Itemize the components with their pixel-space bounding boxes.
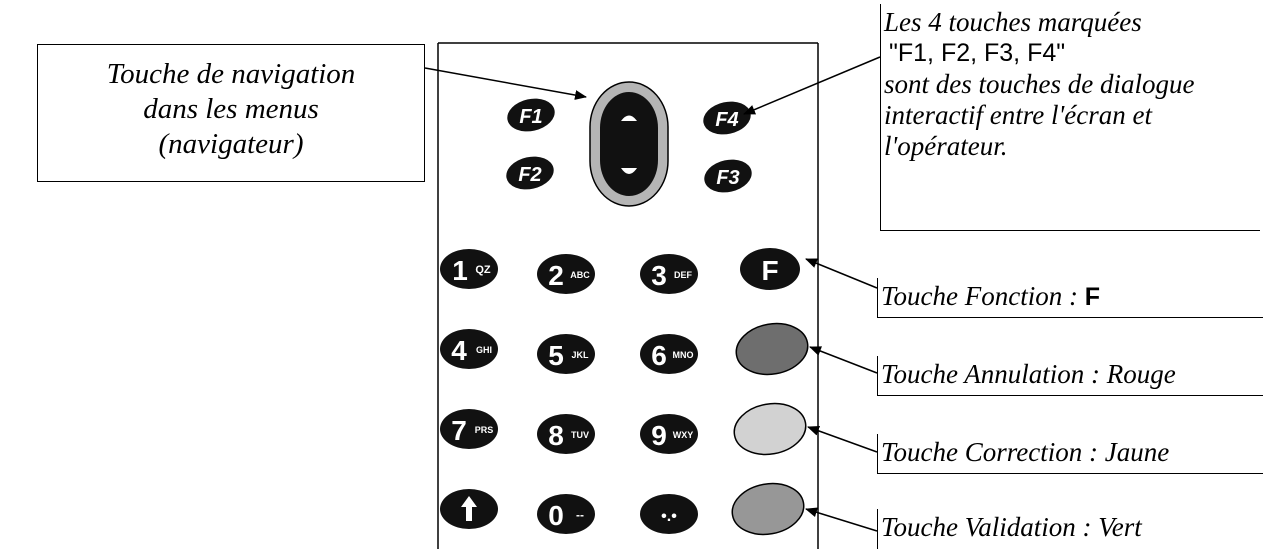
arrow-up-icon [461,496,477,521]
fkeys-callout-line: l'opérateur. [884,131,1008,161]
correction-callout: Touche Correction : Jaune [877,434,1263,474]
function-key[interactable]: F [740,248,800,290]
validation-callout: Touche Validation : Vert [877,509,1263,549]
correction-key[interactable] [730,398,810,460]
key-3-digit: 3 [651,260,667,291]
navigation-callout: Touche de navigation dans les menus (nav… [37,44,425,182]
fkeys-pointer-arrow [743,56,881,115]
function-pointer-arrow [805,258,878,289]
key-6-digit: 6 [651,340,667,371]
key-4-digit: 4 [451,335,467,366]
function-callout-key: F [1084,283,1101,311]
key-4[interactable]: 4 GHI [440,329,498,369]
key-0-letters: -- [576,508,584,522]
navigation-callout-line: dans les menus [143,93,319,125]
nav-pointer-arrow [424,67,587,100]
f4-key-label: F4 [715,109,738,131]
function-key-label: F [761,255,778,286]
key-5-digit: 5 [548,340,564,371]
key-5-letters: JKL [571,350,589,360]
fkeys-callout-line: sont des touches de dialogue [884,69,1195,99]
key-7-letters: PRS [475,425,494,435]
correction-callout-text: Touche Correction : Jaune [881,437,1170,467]
key-5[interactable]: 5 JKL [537,334,595,374]
key-1-letters: QZ [475,264,491,276]
fkeys-callout-keys: "F1, F2, F3, F4" [889,39,1066,67]
key-3[interactable]: 3 DEF [640,254,698,294]
fkeys-callout-line: interactif entre l'écran et [884,100,1152,130]
cancel-callout: Touche Annulation : Rouge [877,356,1263,396]
key-7-digit: 7 [451,415,467,446]
shift-key[interactable] [440,489,498,529]
validation-key[interactable] [728,478,808,540]
key-0[interactable]: 0 -- [537,494,595,534]
navigation-key[interactable] [589,81,669,207]
validation-pointer-arrow [805,507,878,532]
key-2-digit: 2 [548,260,564,291]
key-0-digit: 0 [548,500,564,531]
key-1[interactable]: 1 QZ [440,249,498,289]
key-6-letters: MNO [673,350,694,360]
key-2-letters: ABC [570,270,590,280]
nav-down-icon [621,168,637,174]
key-9-letters: WXY [673,430,694,440]
function-callout-text: Touche Fonction : [881,281,1085,311]
key-8[interactable]: 8 TUV [537,414,595,454]
key-6[interactable]: 6 MNO [640,334,698,374]
f2-key[interactable]: F2 [503,152,557,193]
key-2[interactable]: 2 ABC [537,254,595,294]
navigation-callout-line: (navigateur) [158,128,304,160]
f1-key[interactable]: F1 [504,94,558,135]
f1-key-label: F1 [519,106,542,128]
keypad-body [437,42,819,549]
validation-callout-text: Touche Validation : Vert [881,512,1142,542]
key-9[interactable]: 9 WXY [640,414,698,454]
f3-key-label: F3 [716,167,739,189]
fkeys-callout: Les 4 touches marquées "F1, F2, F3, F4" … [880,4,1260,231]
dot-key[interactable]: •.• [640,494,698,534]
cancel-callout-text: Touche Annulation : Rouge [881,359,1176,389]
f4-key[interactable]: F4 [700,97,754,138]
key-8-letters: TUV [571,430,589,440]
key-7[interactable]: 7 PRS [440,409,498,449]
f3-key[interactable]: F3 [701,155,755,196]
nav-up-icon [621,115,637,121]
key-4-letters: GHI [476,345,492,355]
cancel-key[interactable] [732,318,812,380]
key-9-digit: 9 [651,420,667,451]
f2-key-label: F2 [518,164,541,186]
dot-key-label: •.• [661,508,677,525]
navigation-callout-line: Touche de navigation [106,58,356,90]
key-8-digit: 8 [548,420,564,451]
function-callout: Touche Fonction : F [877,278,1263,318]
fkeys-callout-line: Les 4 touches marquées [884,7,1142,37]
cancel-pointer-arrow [809,346,878,374]
key-3-letters: DEF [674,270,693,280]
correction-pointer-arrow [807,426,878,453]
key-1-digit: 1 [452,255,468,286]
